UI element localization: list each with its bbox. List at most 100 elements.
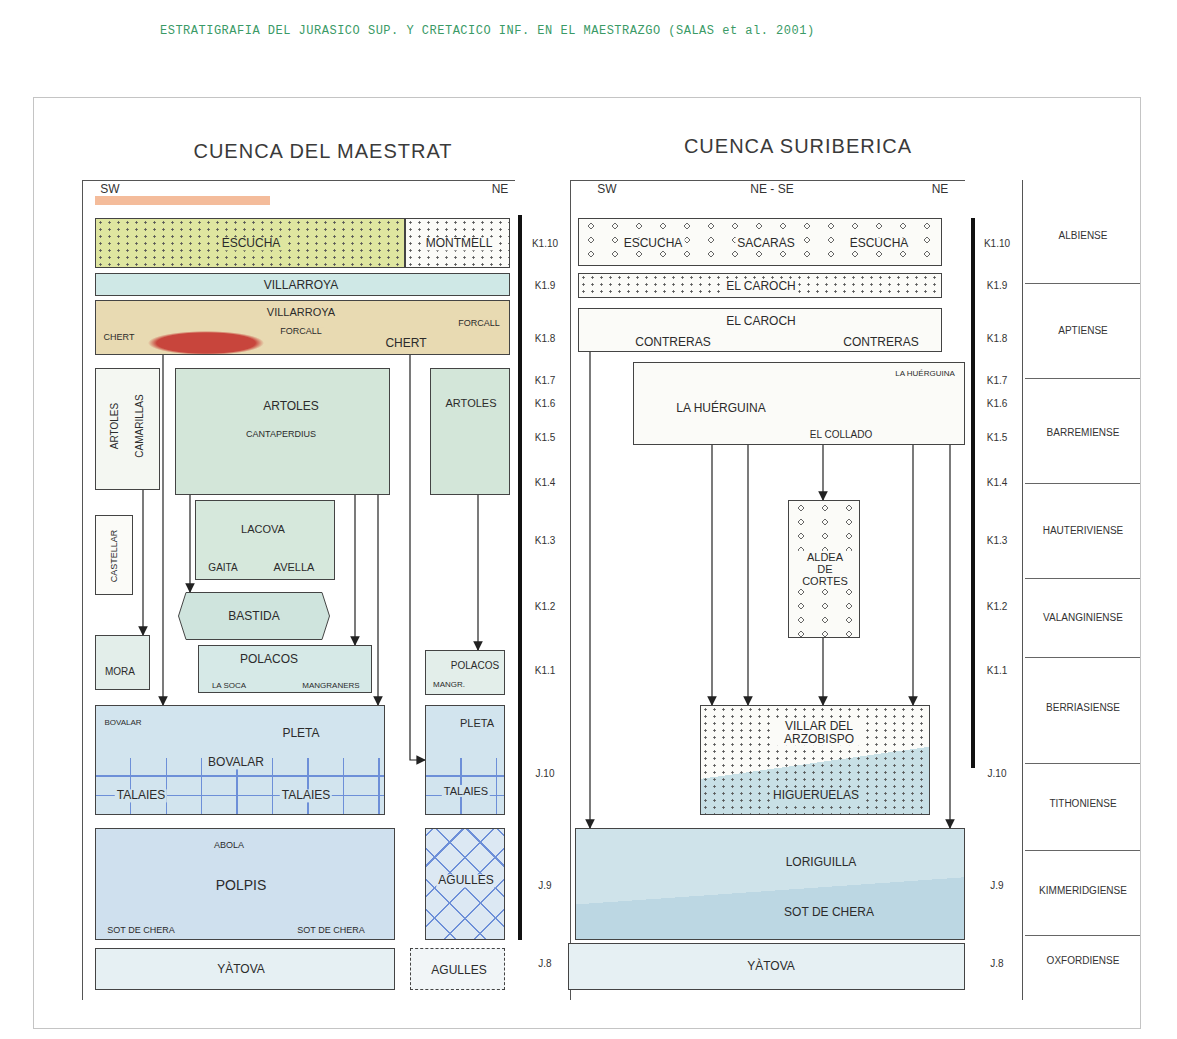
formation-name: LA HUÉRGUINA — [893, 370, 957, 379]
sequence-code: K1.4 — [535, 477, 556, 488]
formation-name: MANGRANERS — [300, 682, 361, 691]
sequence-code: K1.2 — [987, 601, 1008, 612]
formation-name: MANGR. — [431, 681, 467, 690]
stage-separator — [1025, 578, 1140, 579]
formation-unit: LACOVA GAITA AVELLA — [195, 500, 335, 580]
stage-separator — [1025, 935, 1140, 936]
sequence-code: J.10 — [988, 768, 1007, 779]
formation-name: POLPIS — [214, 878, 269, 893]
formation-name: VILLARROYA — [262, 279, 340, 292]
hiatus-arrow — [162, 355, 163, 705]
formation-name: LA HUÉRGUINA — [674, 402, 767, 415]
orientation-label: NE - SE — [750, 183, 793, 196]
sequence-code: K1.5 — [987, 432, 1008, 443]
stage-name: VALANGINIENSE — [1043, 612, 1123, 623]
formation-unit: LORIGUILLA SOT DE CHERA — [575, 828, 965, 940]
formation-name: MONTMELL — [424, 237, 495, 250]
stage-name: TITHONIENSE — [1049, 798, 1116, 809]
formation-name: BOVALAR — [102, 719, 143, 728]
formation-name: AGULLES — [436, 874, 495, 887]
formation-unit: ESCUCHA — [95, 218, 405, 268]
formation-name: VILLARROYA — [265, 306, 337, 318]
hiatus-arrow — [747, 445, 748, 705]
hexagon-shape — [179, 593, 330, 640]
hiatus-arrow — [822, 638, 823, 705]
formation-name: ARTOLES — [261, 400, 321, 413]
formation-unit: YÀTOVA — [568, 943, 965, 990]
sequence-code: K1.6 — [535, 398, 556, 409]
formation-name: ABOLA — [212, 841, 246, 851]
sequence-code: K1.3 — [535, 535, 556, 546]
formation-name: AGULLES — [429, 964, 488, 977]
formation-name: TALAIES — [115, 789, 167, 802]
formation-name: LA SOCA — [210, 682, 248, 691]
sequence-code: K1.1 — [987, 665, 1008, 676]
formation-name: LACOVA — [239, 523, 287, 535]
sequence-code: K1.9 — [535, 280, 556, 291]
formation-name: EL COLLADO — [808, 429, 874, 440]
formation-name: HIGUERUELAS — [771, 789, 861, 802]
formation-name: CANTAPERDIUS — [244, 430, 318, 440]
formation-name: EL CAROCH — [724, 315, 798, 328]
formation-unit: MONTMELL — [405, 218, 510, 268]
formation-name: ARTOLES — [444, 397, 499, 409]
formation-unit: BASTIDA — [178, 592, 330, 640]
formation-name: SOT DE CHERA — [782, 906, 876, 919]
formation-unit: AGULLES — [425, 828, 505, 940]
sequence-code: J.9 — [990, 880, 1003, 891]
formation-name: ALDEA DE CORTES — [798, 551, 852, 587]
stage-separators — [1025, 284, 1140, 936]
formation-name: GAITA — [206, 562, 239, 573]
sequence-code: K1.1 — [535, 665, 556, 676]
formation-name: FORCALL — [456, 319, 502, 329]
sequence-code: K1.8 — [987, 333, 1008, 344]
formation-unit: EL CAROCHCONTRERASCONTRERAS — [578, 308, 942, 352]
stage-name: APTIENSE — [1058, 325, 1107, 336]
panel-heading: CUENCA SURIBERICA — [684, 135, 912, 157]
sequence-bar — [518, 215, 522, 940]
stage-name: OXFORDIENSE — [1047, 955, 1120, 966]
sequence-code: J.8 — [538, 958, 551, 969]
stage-axis — [1022, 180, 1023, 1000]
stage-separator — [1025, 283, 1140, 284]
formation-name: BASTIDA — [226, 610, 281, 623]
hiatus-arrow — [949, 445, 950, 828]
formation-name: CASTELLAR — [110, 528, 120, 585]
formation-unit: POLACOSLA SOCAMANGRANERS — [198, 645, 372, 693]
formation-unit: ALDEA DE CORTES — [788, 500, 860, 638]
stage-separator — [1025, 483, 1140, 484]
formation-unit: VILLARROYA — [95, 273, 510, 296]
formation-unit: POLACOS MANGR. — [425, 650, 505, 695]
formation-name: POLACOS — [449, 660, 501, 671]
hiatus-arrow — [354, 495, 355, 645]
formation-unit: AGULLES — [410, 948, 505, 990]
sequence-code: K1.3 — [987, 535, 1008, 546]
sequence-code: J.9 — [538, 880, 551, 891]
formation-name: EL CAROCH — [724, 280, 798, 293]
sequence-code: K1.2 — [535, 601, 556, 612]
formation-unit: PLETATALAIES — [425, 705, 505, 815]
outer-frame — [34, 98, 1141, 1029]
formation-unit: ARTOLES — [430, 368, 510, 495]
highlight-mark — [95, 196, 270, 205]
formation-unit: ARTOLES CANTAPERDIUS — [175, 368, 390, 495]
formation-name: CHERT — [383, 337, 428, 350]
formation-unit: EL CAROCH — [578, 273, 942, 298]
stage-name: BARREMIENSE — [1047, 427, 1120, 438]
orientation-label: SW — [100, 183, 119, 196]
formation-unit: ABOLAPOLPISSOT DE CHERASOT DE CHERA — [95, 828, 395, 940]
formation-unit: ARTOLESCAMARILLAS — [95, 368, 160, 490]
formation-name: ESCUCHA — [220, 237, 283, 250]
formation-name: BOVALAR — [206, 756, 266, 769]
orientation-label: SW — [597, 183, 616, 196]
formation-name: ESCUCHA — [622, 237, 685, 250]
sequence-code: K1.9 — [987, 280, 1008, 291]
sequence-code: J.10 — [536, 768, 555, 779]
formation-name: AVELLA — [272, 561, 317, 573]
formation-name: SOT DE CHERA — [295, 926, 366, 936]
stage-separator — [1025, 657, 1140, 658]
formation-name: SACARAS — [735, 237, 796, 250]
formation-name: MORA — [103, 666, 137, 677]
formation-name: LORIGUILLA — [784, 856, 859, 869]
